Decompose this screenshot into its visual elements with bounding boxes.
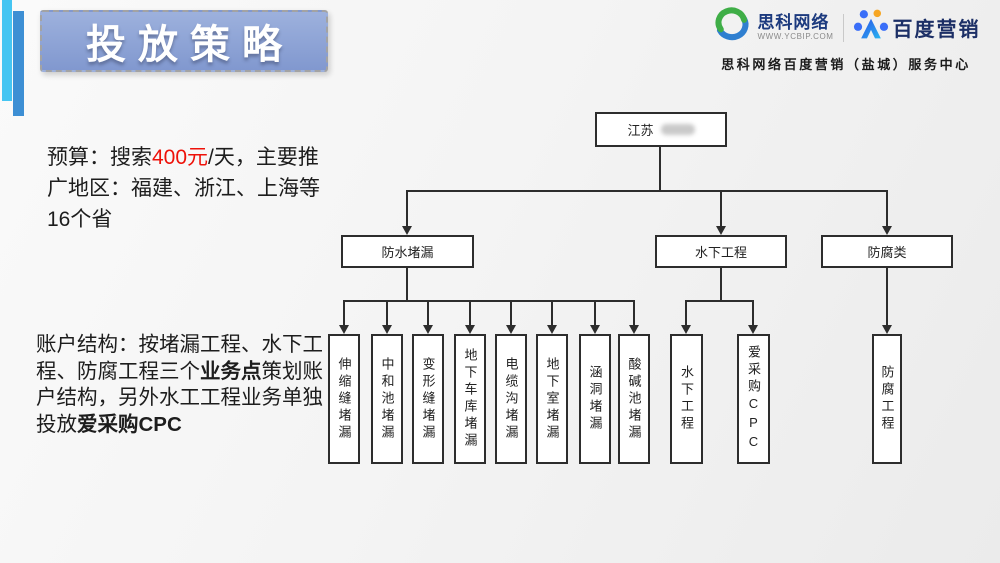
arrowhead-down-icon — [629, 325, 639, 334]
baidu-marketing-icon — [853, 8, 889, 47]
arrowhead-down-icon — [590, 325, 600, 334]
connector-line — [510, 300, 512, 326]
connector-line — [406, 268, 408, 302]
redacted-text-blur — [660, 124, 695, 135]
leaf-label: 水下工程 — [679, 365, 694, 433]
org-leaf-node: 水下工程 — [670, 334, 703, 464]
branch-label: 防水堵漏 — [381, 245, 434, 260]
connector-line — [633, 300, 635, 326]
connector-line — [752, 300, 754, 326]
org-leaf-node: 防腐工程 — [872, 334, 902, 464]
org-branch-node: 防腐类 — [821, 235, 953, 268]
page-title: 投放策略 — [86, 23, 294, 67]
arrowhead-down-icon — [506, 325, 516, 334]
arrowhead-down-icon — [681, 325, 691, 334]
connector-line — [406, 190, 408, 227]
connector-line — [427, 300, 429, 326]
header-logos: 思科网络 WWW.YCBIP.COM — [698, 6, 994, 73]
sike-name: 思科网络 — [757, 13, 830, 32]
arrowhead-down-icon — [882, 226, 892, 235]
connector-line — [343, 300, 635, 302]
service-center-tagline: 思科网络百度营销（盐城）服务中心 — [721, 57, 971, 72]
arrowhead-down-icon — [339, 325, 349, 334]
arrowhead-down-icon — [748, 325, 758, 334]
arrowhead-down-icon — [547, 325, 557, 334]
org-leaf-node: 爱采购CPC — [737, 334, 770, 464]
org-leaf-node: 变形缝堵漏 — [412, 334, 444, 464]
arrowhead-down-icon — [716, 226, 726, 235]
org-branch-node: 防水堵漏 — [341, 235, 474, 268]
account-structure-text: 账户结构：按堵漏工程、水下工程、防腐工程三个业务点策划账户结构，另外水工工程业务… — [36, 333, 323, 436]
connector-line — [551, 300, 553, 326]
sike-logo: 思科网络 WWW.YCBIP.COM — [711, 6, 833, 49]
sike-swirl-icon — [711, 6, 753, 49]
connector-line — [343, 300, 345, 326]
arrowhead-down-icon — [423, 325, 433, 334]
connector-line — [720, 190, 722, 227]
title-banner: 投放策略 — [40, 10, 328, 72]
sike-text: 思科网络 WWW.YCBIP.COM — [757, 13, 834, 42]
leaf-label: 酸碱池堵漏 — [626, 356, 642, 442]
org-leaf-node: 中和池堵漏 — [371, 334, 403, 464]
branch-label: 防腐类 — [867, 245, 907, 260]
branch-label: 水下工程 — [694, 245, 747, 260]
org-leaf-node: 地下室堵漏 — [536, 334, 568, 464]
leaf-label: 电缆沟堵漏 — [503, 356, 519, 442]
arrowhead-down-icon — [402, 226, 412, 235]
org-leaf-node: 伸缩缝堵漏 — [328, 334, 360, 464]
connector-line — [386, 300, 388, 326]
org-leaf-node: 涵洞堵漏 — [579, 334, 611, 464]
sike-url: WWW.YCBIP.COM — [757, 32, 834, 41]
org-leaf-node: 酸碱池堵漏 — [618, 334, 650, 464]
leaf-label: 地下车库堵漏 — [462, 348, 478, 450]
connector-line — [594, 300, 596, 326]
connector-line — [685, 300, 687, 326]
org-leaf-node: 电缆沟堵漏 — [495, 334, 527, 464]
connector-line — [720, 268, 722, 302]
arrowhead-down-icon — [465, 325, 475, 334]
org-root-node: 江苏 — [595, 112, 727, 147]
arrowhead-down-icon — [882, 325, 892, 334]
arrowhead-down-icon — [382, 325, 392, 334]
baidu-marketing-logo: 百度营销 — [853, 8, 981, 47]
leaf-label: 中和池堵漏 — [379, 356, 395, 442]
leaf-label: 防腐工程 — [879, 365, 895, 433]
connector-line — [886, 190, 888, 227]
logo-row: 思科网络 WWW.YCBIP.COM — [711, 6, 980, 49]
connector-line — [886, 268, 888, 326]
connector-line — [685, 300, 754, 302]
leaf-label: 爱采购CPC — [746, 345, 761, 453]
org-leaf-node: 地下车库堵漏 — [454, 334, 486, 464]
org-root-label: 江苏 — [627, 123, 654, 138]
logo-divider — [842, 13, 844, 42]
baidu-name: 百度营销 — [892, 19, 981, 41]
leaf-label: 地下室堵漏 — [544, 356, 560, 442]
connector-line — [406, 190, 888, 192]
accent-bar-blue — [13, 11, 24, 116]
connector-line — [469, 300, 471, 326]
connector-line — [659, 147, 661, 191]
org-branch-node: 水下工程 — [655, 235, 787, 268]
accent-bar-cyan — [2, 0, 12, 101]
leaf-label: 变形缝堵漏 — [420, 356, 436, 442]
leaf-label: 伸缩缝堵漏 — [336, 356, 352, 442]
leaf-label: 涵洞堵漏 — [587, 365, 603, 433]
